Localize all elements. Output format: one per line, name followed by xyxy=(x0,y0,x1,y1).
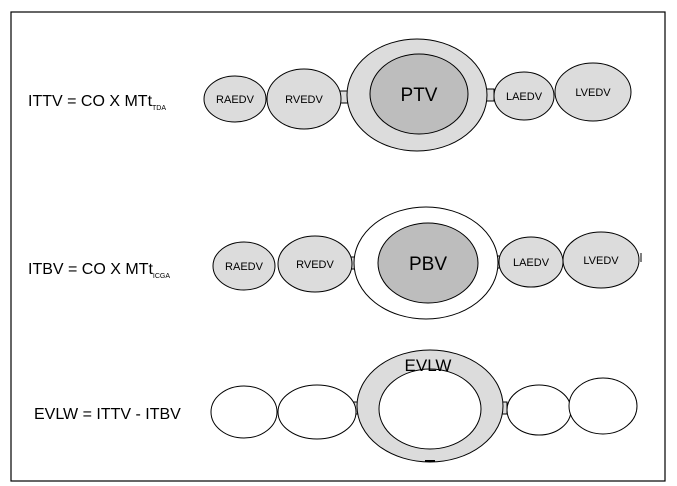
evlw-laedv-chamber xyxy=(506,384,572,436)
ittv-rvedv-chamber xyxy=(266,68,342,130)
itbv-lvedv-chamber xyxy=(562,231,640,289)
itbv-center-label: PBV xyxy=(409,254,447,275)
itbv-rvedv-chamber xyxy=(277,235,353,293)
ittv-lvedv-chamber xyxy=(554,62,632,122)
ittv-equation-main: ITTV = CO X MTt xyxy=(28,93,153,110)
row-evlw: EVLW = ITTV - ITBV EVLW xyxy=(34,349,638,463)
ittv-chamber-label-lvedv: LVEDV xyxy=(575,87,611,99)
itbv-equation-subscript: ICGA xyxy=(153,273,170,280)
evlw-bottom-mark xyxy=(425,460,435,462)
ittv-ptv-ellipse xyxy=(369,53,469,135)
itbv-chamber-label-rvedv: RVEDV xyxy=(296,259,334,271)
itbv-raedv-chamber xyxy=(212,241,276,291)
ittv-equation-subscript: TDA xyxy=(152,105,166,112)
itbv-equation-main: ITBV = CO X MTt xyxy=(28,261,153,278)
ittv-center-label: PTV xyxy=(401,85,438,106)
evlw-rvedv-chamber xyxy=(277,384,357,440)
itbv-chamber-label-laedv: LAEDV xyxy=(513,257,550,269)
evlw-inner-hollow xyxy=(378,368,482,450)
ittv-chamber-label-rvedv: RVEDV xyxy=(285,94,323,106)
ittv-equation: ITTV = CO X MTtTDA xyxy=(28,93,166,112)
evlw-raedv-chamber xyxy=(210,385,278,439)
row-ittv: ITTV = CO X MTtTDA RAEDV RVEDV LAEDV LVE… xyxy=(28,38,632,152)
itbv-chamber-label-raedv: RAEDV xyxy=(225,261,264,273)
ittv-chamber-label-raedv: RAEDV xyxy=(216,94,255,106)
itbv-chamber-label-lvedv: LVEDV xyxy=(583,255,619,267)
evlw-equation-main: EVLW = ITTV - ITBV xyxy=(34,406,181,423)
itbv-pbv-ellipse xyxy=(377,222,479,304)
evlw-lvedv-chamber xyxy=(568,377,638,435)
row-itbv: ITBV = CO X MTtICGA RAEDV RVEDV LAEDV LV… xyxy=(28,206,642,320)
itbv-equation: ITBV = CO X MTtICGA xyxy=(28,261,170,280)
ittv-laedv-chamber xyxy=(493,71,555,121)
evlw-equation: EVLW = ITTV - ITBV xyxy=(34,406,181,423)
evlw-ring-label: EVLW xyxy=(405,356,452,375)
ittv-raedv-chamber xyxy=(203,75,267,123)
ittv-chamber-label-laedv: LAEDV xyxy=(506,91,543,103)
